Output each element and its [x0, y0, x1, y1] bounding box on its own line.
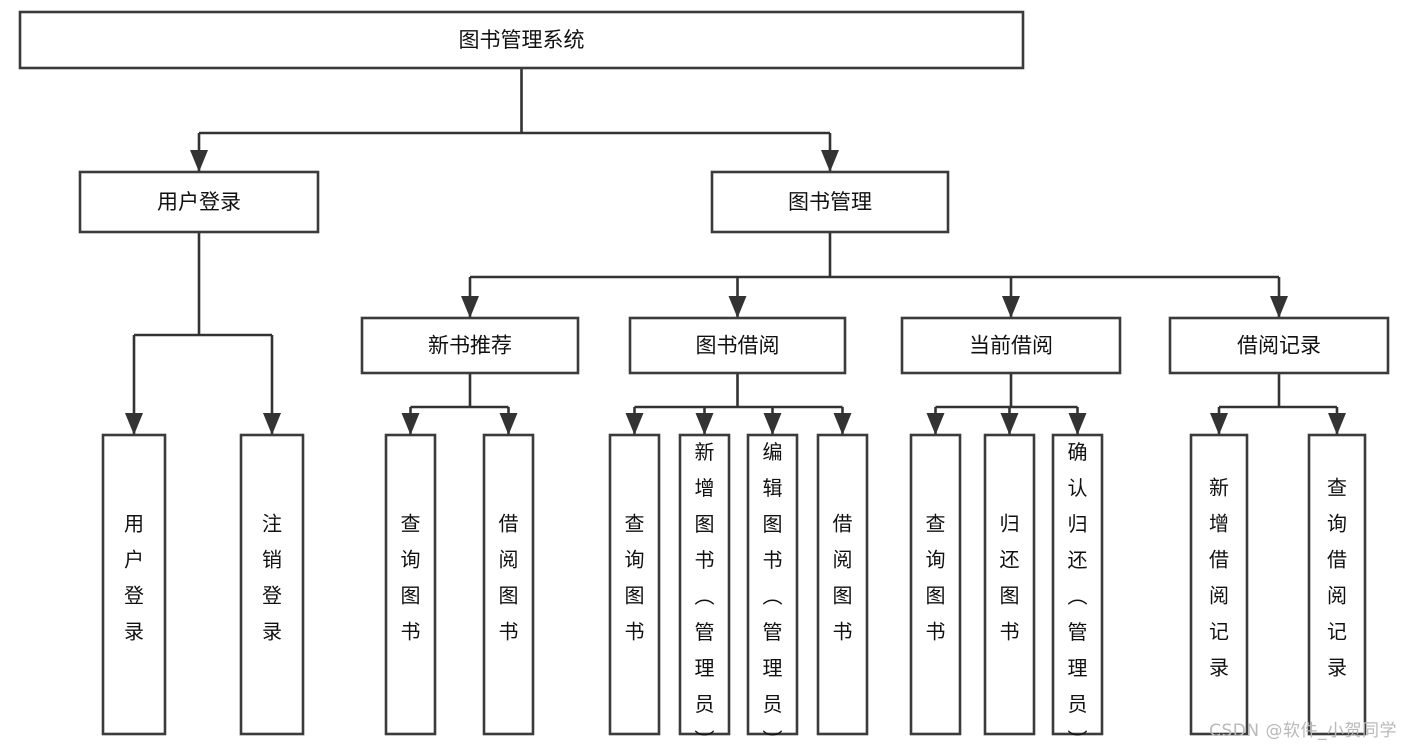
node-leaf-add-record[interactable]: 新增借阅记录 — [1189, 433, 1249, 736]
node-leaf-confirm-return[interactable]: 确认归还︵管理员︶ — [1051, 433, 1104, 747]
arrow-head-icon — [1000, 413, 1019, 435]
nodes-layer: 图书管理系统用户登录图书管理新书推荐图书借阅当前借阅借阅记录用户登录注销登录查询… — [18, 10, 1390, 747]
node-label: 编辑图书︵管理员︶ — [763, 440, 783, 747]
node-label: 用户登录 — [124, 512, 144, 644]
node-leaf-query-book-1[interactable]: 查询图书 — [384, 433, 437, 736]
arrow-head-icon — [625, 413, 644, 435]
edges-from-root — [190, 68, 839, 172]
node-label: 查询图书 — [625, 512, 645, 644]
node-leaf-edit-book[interactable]: 编辑图书︵管理员︶ — [746, 433, 799, 747]
node-label: 确认归还︵管理员︶ — [1068, 440, 1088, 747]
arrow-head-icon — [1002, 296, 1020, 318]
node-current-borrow[interactable]: 当前借阅 — [900, 316, 1122, 375]
arrow-head-icon — [125, 413, 143, 435]
node-leaf-user-login[interactable]: 用户登录 — [101, 433, 167, 736]
node-label: 查询图书 — [401, 512, 421, 644]
edges-from-user-login — [125, 232, 281, 435]
edges-from-book-manage — [461, 232, 1288, 318]
node-label: 图书借阅 — [696, 334, 780, 358]
node-label: 新书推荐 — [428, 334, 512, 358]
node-label: 归还图书 — [1000, 512, 1020, 644]
arrow-head-icon — [461, 296, 479, 318]
node-leaf-borrow-book-2[interactable]: 借阅图书 — [816, 433, 869, 736]
node-book-manage[interactable]: 图书管理 — [710, 170, 950, 234]
arrow-head-icon — [263, 413, 281, 435]
arrow-head-icon — [695, 413, 714, 435]
node-label: 借阅图书 — [833, 512, 853, 644]
node-leaf-borrow-book-1[interactable]: 借阅图书 — [482, 433, 535, 736]
arrow-head-icon — [926, 413, 945, 435]
node-new-book-recommend[interactable]: 新书推荐 — [360, 316, 580, 375]
edges-from-new-book-recommend — [401, 373, 518, 435]
arrow-head-icon — [1068, 413, 1087, 435]
node-label: 图书管理系统 — [459, 28, 585, 52]
node-book-borrow[interactable]: 图书借阅 — [628, 316, 847, 375]
arrow-head-icon — [763, 413, 782, 435]
node-label: 新增借阅记录 — [1209, 476, 1229, 680]
node-label: 新增图书︵管理员︶ — [695, 440, 715, 747]
node-leaf-query-book-3[interactable]: 查询图书 — [909, 433, 962, 736]
arrow-head-icon — [499, 413, 518, 435]
edges-from-borrow-record — [1210, 373, 1346, 435]
arrow-head-icon — [1328, 413, 1346, 435]
edges-from-current-borrow — [926, 373, 1087, 435]
node-borrow-record[interactable]: 借阅记录 — [1168, 316, 1390, 375]
node-leaf-return-book[interactable]: 归还图书 — [983, 433, 1036, 736]
node-label: 注销登录 — [262, 512, 282, 644]
arrow-head-icon — [1270, 296, 1288, 318]
node-leaf-add-book[interactable]: 新增图书︵管理员︶ — [678, 433, 731, 747]
node-label: 借阅图书 — [499, 512, 519, 644]
node-label: 查询图书 — [926, 512, 946, 644]
arrow-head-icon — [401, 413, 420, 435]
connectors-layer — [125, 68, 1346, 435]
arrow-head-icon — [190, 150, 208, 172]
node-label: 查询借阅记录 — [1327, 476, 1347, 680]
node-user-login[interactable]: 用户登录 — [78, 170, 320, 234]
arrow-head-icon — [833, 413, 852, 435]
node-label: 当前借阅 — [969, 334, 1053, 358]
csdn-watermark: CSDN @软件_小贺同学 — [1209, 721, 1397, 741]
arrow-head-icon — [728, 296, 747, 318]
node-leaf-query-book-2[interactable]: 查询图书 — [608, 433, 661, 736]
node-label: 图书管理 — [788, 190, 872, 214]
node-label: 借阅记录 — [1237, 334, 1321, 358]
node-root[interactable]: 图书管理系统 — [18, 10, 1025, 70]
node-label: 用户登录 — [157, 190, 241, 214]
arrow-head-icon — [1210, 413, 1228, 435]
arrow-head-icon — [821, 150, 839, 172]
edges-from-book-borrow — [625, 373, 852, 435]
node-leaf-logout[interactable]: 注销登录 — [239, 433, 305, 736]
node-leaf-query-record[interactable]: 查询借阅记录 — [1307, 433, 1367, 736]
